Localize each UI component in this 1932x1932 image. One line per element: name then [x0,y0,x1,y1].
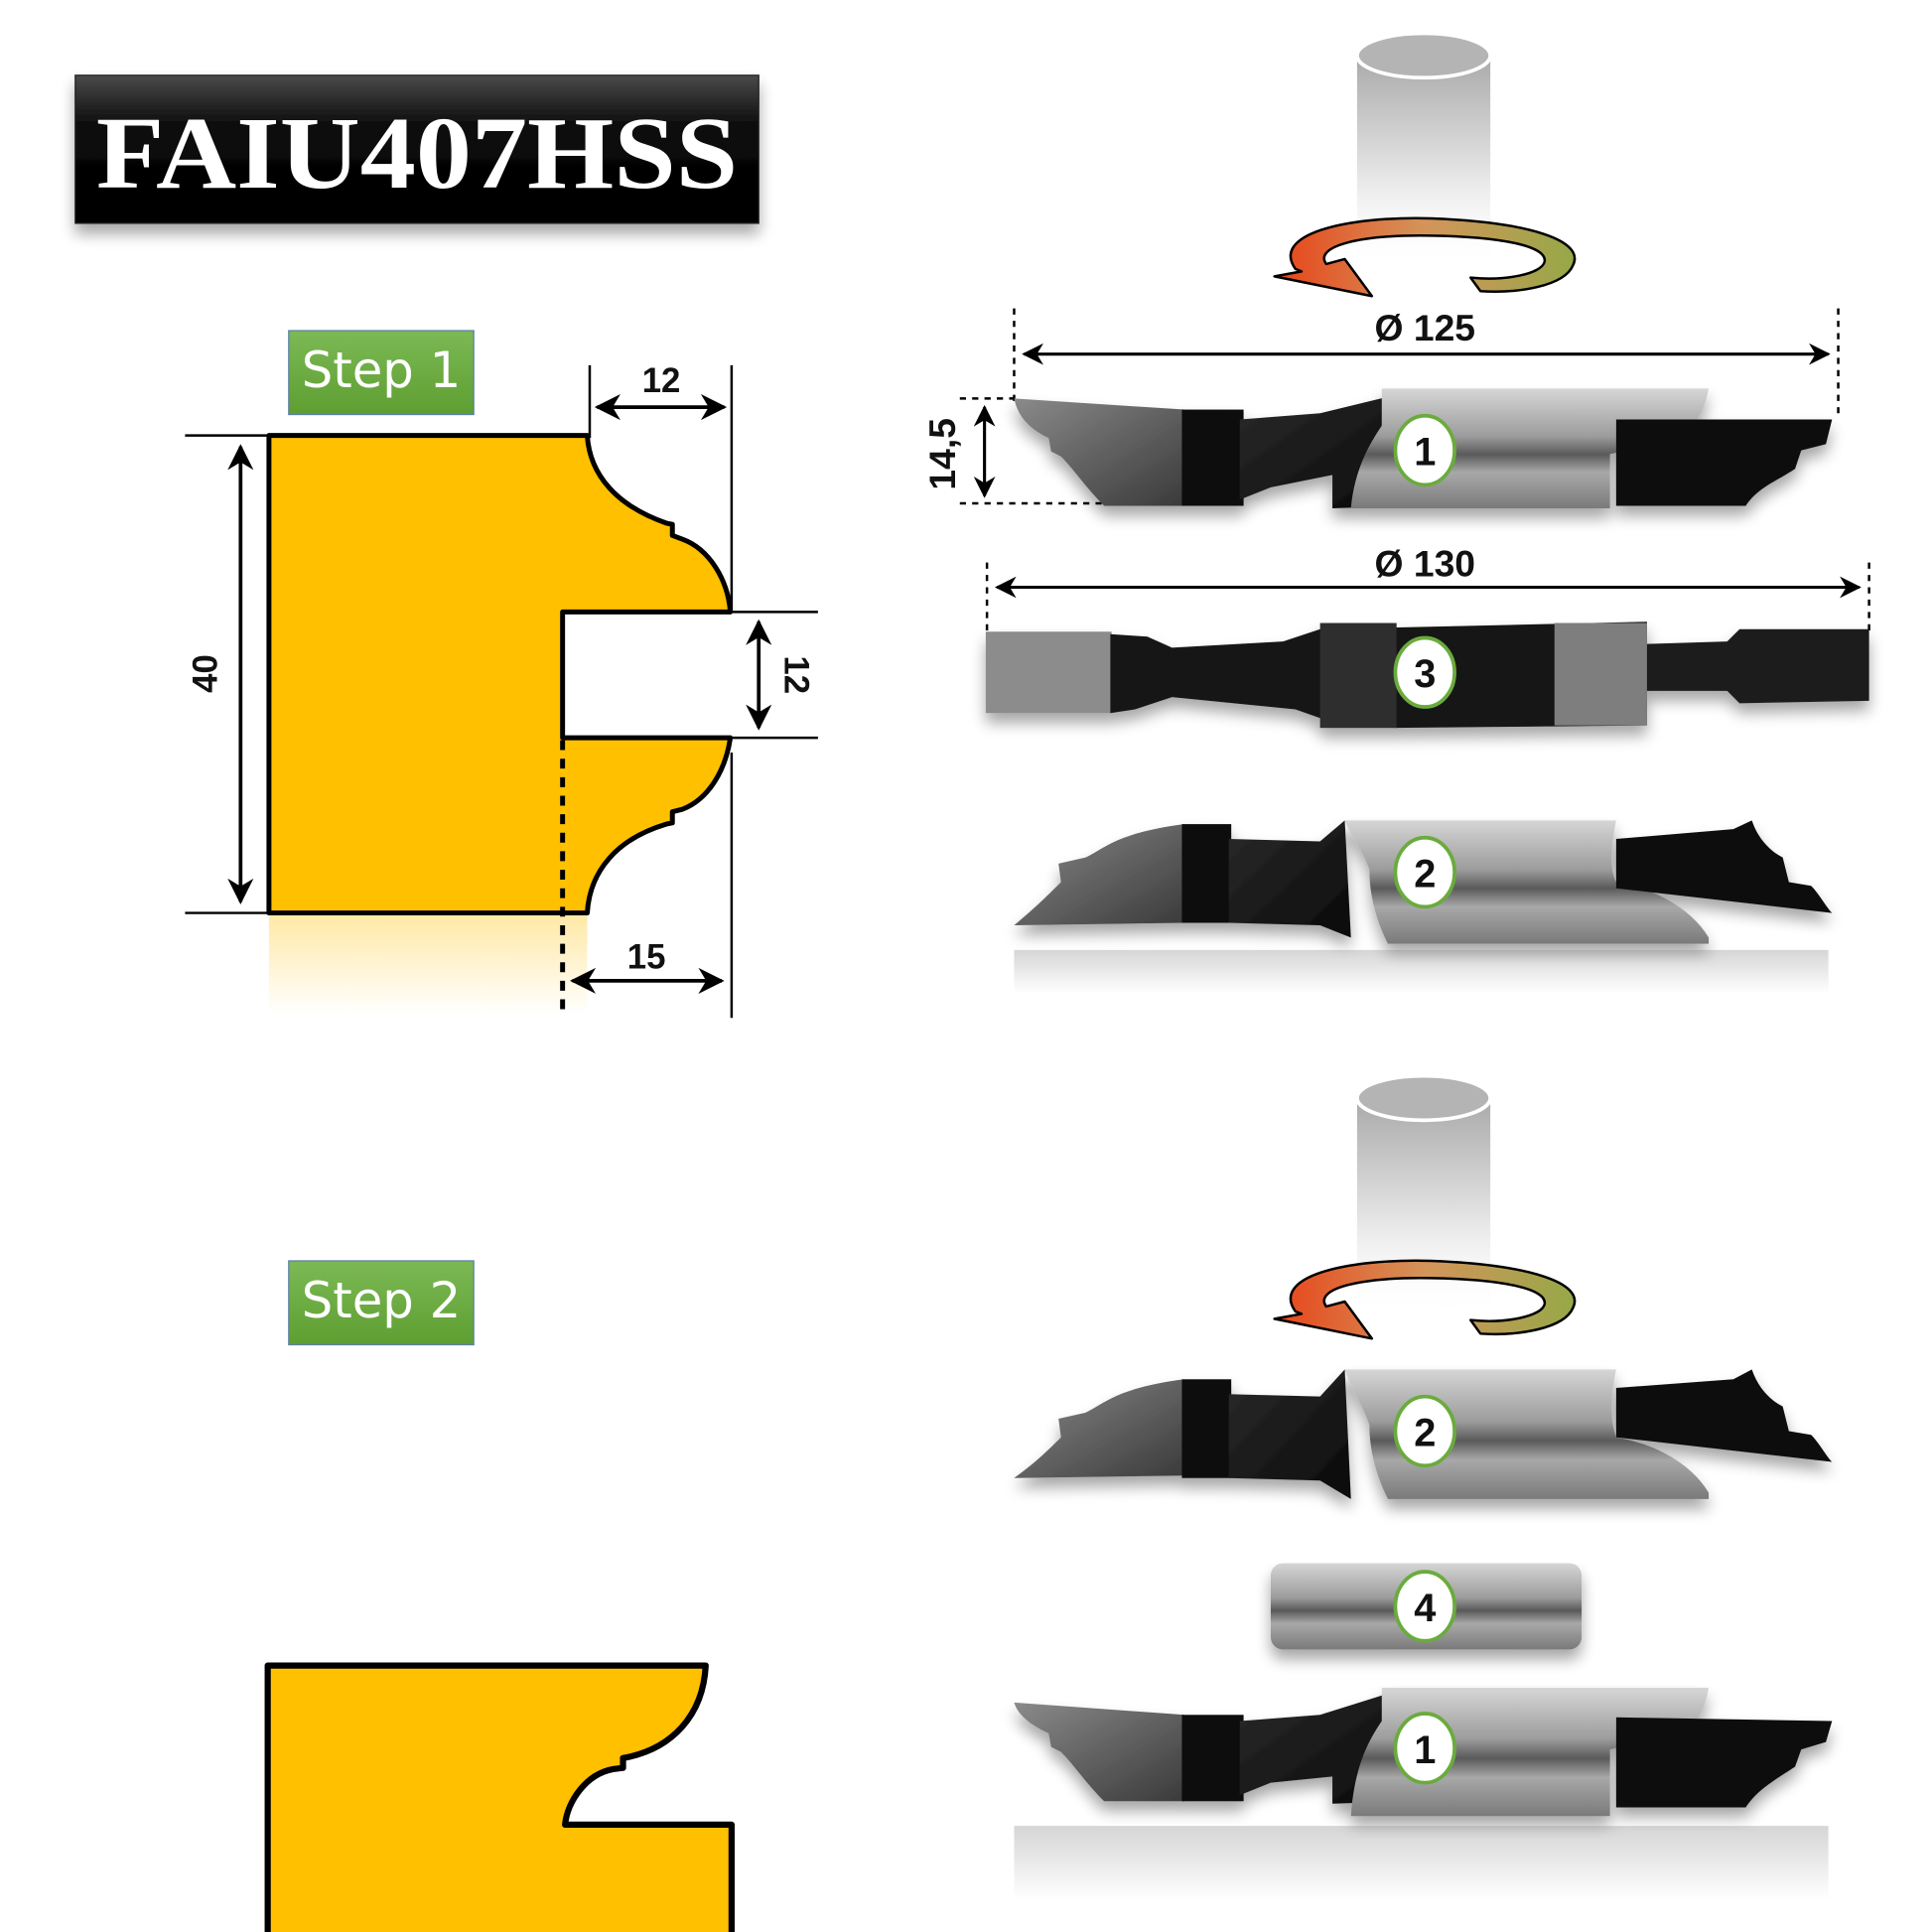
svg-text:2: 2 [1414,1411,1436,1454]
cutter-set-1-reflection [1014,949,1829,994]
dim-total-height: 40 [188,654,225,693]
dim-thickness: 14,5 [921,418,963,490]
step1-badge: Step 1 [288,330,475,416]
dim-diameter-125: Ø 125 [1375,307,1476,348]
cutter-set-2-reflection [1014,1826,1829,1900]
bearing-4-badge: 4 [1393,1570,1456,1643]
rotation-arrow-icon [1273,216,1577,298]
cutter-3-badge: 3 [1393,635,1456,709]
step1-workpiece-profile [266,433,734,916]
svg-text:3: 3 [1414,652,1436,696]
rotation-arrow-icon [1273,1259,1577,1340]
cutter-1 [1014,1687,1833,1817]
svg-text:2: 2 [1414,852,1436,896]
cutter-1-badge: 1 [1393,1712,1456,1785]
cutter-3 [985,621,1869,729]
cutter-1-badge: 1 [1393,413,1456,487]
dim-groove-width: 12 [776,655,814,694]
cutter-2-badge: 2 [1393,835,1456,909]
dim-top-profile-depth: 12 [642,362,681,400]
product-code: FAIU407HSS [96,95,738,210]
dim-diameter-130: Ø 130 [1375,542,1476,584]
svg-text:1: 1 [1414,430,1436,474]
step2-profile-drawing: Step 2 [264,1260,736,1932]
title-banner: FAIU407HSS [74,74,759,224]
cutter-set-2: 2 4 1 [1014,1073,1833,1900]
dim-bottom-profile-depth: 15 [627,938,666,976]
svg-text:4: 4 [1414,1587,1436,1630]
cutter-2-badge: 2 [1393,1394,1456,1468]
step2-workpiece-profile [264,1662,736,1932]
step2-badge: Step 2 [288,1260,475,1346]
step1-label: Step 1 [302,342,462,399]
step1-reflection [268,915,588,1015]
step2-label: Step 2 [302,1272,462,1329]
step1-profile-drawing: Step 1 40 12 12 15 [185,330,818,1019]
cutter-set-1: Ø 125 14,5 1 Ø 130 [921,31,1870,994]
svg-text:1: 1 [1414,1728,1436,1772]
